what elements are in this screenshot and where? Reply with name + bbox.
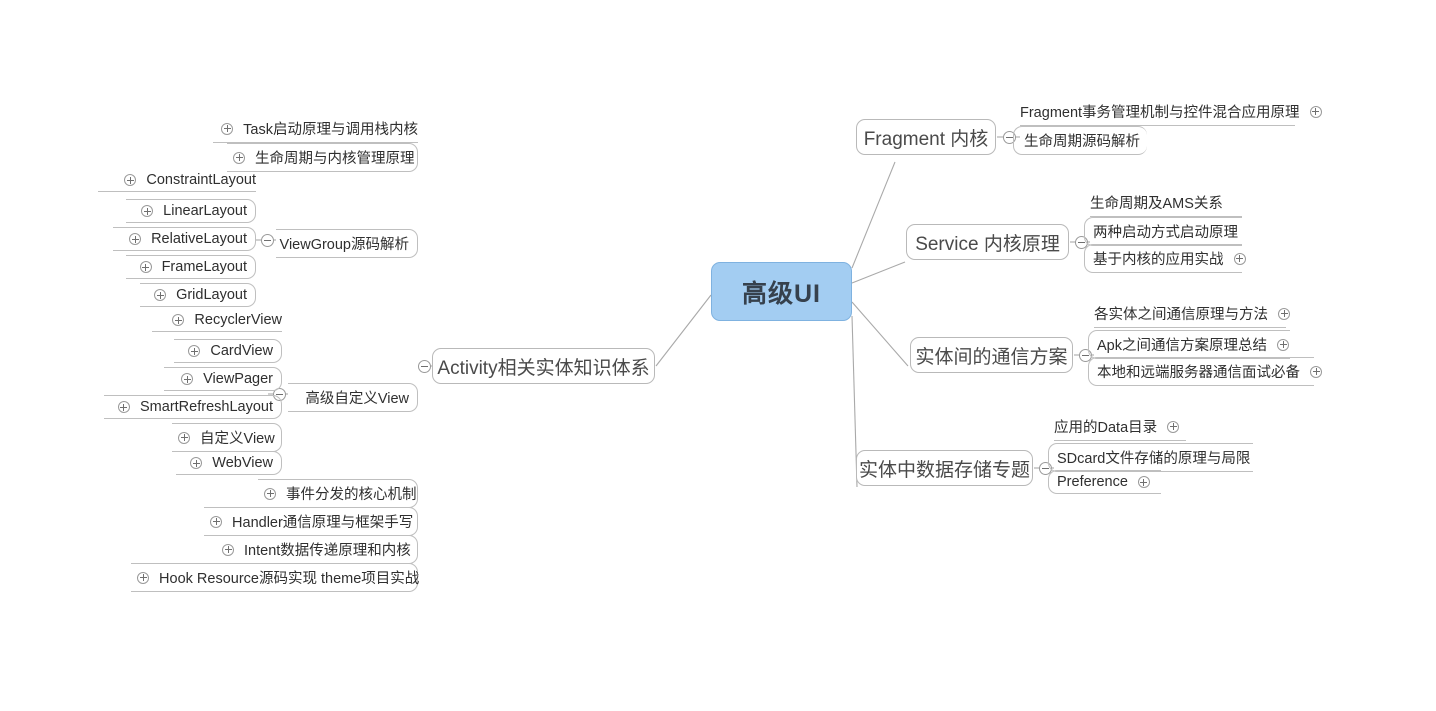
branch-node-activity[interactable]: Activity相关实体知识体系 xyxy=(432,348,655,384)
branch-node-service-label: Service 内核原理 xyxy=(915,233,1060,255)
plus-circle-icon[interactable] xyxy=(221,122,234,135)
leaf-hook-resource[interactable]: Hook Resource源码实现 theme项目实战 xyxy=(131,563,420,592)
plus-circle-icon[interactable] xyxy=(210,515,222,528)
leaf-framelayout[interactable]: FrameLayout xyxy=(126,255,256,280)
leaf-viewpager-label: ViewPager xyxy=(203,371,273,388)
plus-circle-icon[interactable] xyxy=(1310,365,1323,378)
branch-node-service[interactable]: Service 内核原理 xyxy=(906,224,1069,260)
plus-circle-icon[interactable] xyxy=(190,457,203,470)
root-node-label: 高级UI xyxy=(741,279,821,308)
leaf-smartrefreshlayout-label: SmartRefreshLayout xyxy=(140,399,273,416)
leaf-zidingyiview-label: 自定义View xyxy=(200,431,275,447)
branch-node-fragment[interactable]: Fragment 内核 xyxy=(856,119,996,155)
branch-node-communication[interactable]: 实体间的通信方案 xyxy=(910,337,1073,373)
leaf-webview-label: WebView xyxy=(212,455,273,472)
plus-circle-icon[interactable] xyxy=(178,431,190,444)
leaf-cardview[interactable]: CardView xyxy=(174,339,282,364)
root-node[interactable]: 高级UI xyxy=(711,262,852,321)
plus-circle-icon[interactable] xyxy=(233,151,245,164)
plus-circle-icon[interactable] xyxy=(137,571,149,584)
leaf-framelayout-label: FrameLayout xyxy=(161,259,247,276)
leaf-linearlayout[interactable]: LinearLayout xyxy=(126,199,256,224)
plus-circle-icon[interactable] xyxy=(1167,420,1180,433)
leaf-service-2-label: 基于内核的应用实战 xyxy=(1093,252,1224,268)
collapse-toggle-fragment[interactable] xyxy=(1003,131,1016,144)
leaf-service-1[interactable]: 两种启动方式启动原理 xyxy=(1084,217,1242,246)
branch-node-communication-label: 实体间的通信方案 xyxy=(915,346,1068,368)
leaf-storage-2-label: Preference xyxy=(1057,474,1128,491)
leaf-zidingyiview[interactable]: 自定义View xyxy=(172,423,282,452)
leaf-viewgroup-label: ViewGroup源码解析 xyxy=(279,237,409,253)
leaf-fragment-0-label: Fragment事务管理机制与控件混合应用原理 xyxy=(1020,105,1300,121)
leaf-service-1-label: 两种启动方式启动原理 xyxy=(1093,225,1238,241)
leaf-event-dispatch[interactable]: 事件分发的核心机制 xyxy=(258,479,418,508)
leaf-linearlayout-label: LinearLayout xyxy=(163,203,247,220)
plus-circle-icon[interactable] xyxy=(129,233,142,246)
leaf-webview[interactable]: WebView xyxy=(176,451,282,476)
plus-circle-icon[interactable] xyxy=(222,543,234,556)
plus-circle-icon[interactable] xyxy=(1277,338,1290,351)
leaf-activity-task[interactable]: Task启动原理与调用栈内核 xyxy=(213,118,418,143)
leaf-communication-0-label: 各实体之间通信原理与方法 xyxy=(1094,307,1268,323)
leaf-fragment-1-label: 生命周期源码解析 xyxy=(1024,134,1140,150)
leaf-storage-2[interactable]: Preference xyxy=(1048,470,1161,495)
leaf-relativelayout-label: RelativeLayout xyxy=(151,231,247,248)
plus-circle-icon[interactable] xyxy=(139,261,152,274)
leaf-customview[interactable]: 高级自定义View xyxy=(288,383,418,412)
plus-circle-icon[interactable] xyxy=(117,401,130,414)
leaf-customview-label: 高级自定义View xyxy=(305,391,409,407)
plus-circle-icon[interactable] xyxy=(1278,307,1291,320)
leaf-communication-2-label: 本地和远端服务器通信面试必备 xyxy=(1097,365,1300,381)
leaf-storage-0[interactable]: 应用的Data目录 xyxy=(1054,416,1186,441)
leaf-intent-label: Intent数据传递原理和内核 xyxy=(244,543,411,559)
branch-node-storage[interactable]: 实体中数据存储专题 xyxy=(856,450,1033,486)
leaf-communication-0[interactable]: 各实体之间通信原理与方法 xyxy=(1094,303,1291,328)
leaf-communication-1[interactable]: Apk之间通信方案原理总结 xyxy=(1088,330,1290,359)
leaf-activity-task-label: Task启动原理与调用栈内核 xyxy=(243,122,418,138)
leaf-hook-resource-label: Hook Resource源码实现 theme项目实战 xyxy=(159,571,420,587)
plus-circle-icon[interactable] xyxy=(1233,252,1246,265)
branch-node-storage-label: 实体中数据存储专题 xyxy=(859,459,1031,481)
leaf-intent[interactable]: Intent数据传递原理和内核 xyxy=(216,535,418,564)
leaf-service-2[interactable]: 基于内核的应用实战 xyxy=(1084,244,1246,273)
plus-circle-icon[interactable] xyxy=(124,174,137,187)
leaf-cardview-label: CardView xyxy=(210,343,273,360)
leaf-storage-0-label: 应用的Data目录 xyxy=(1054,420,1158,436)
leaf-viewpager[interactable]: ViewPager xyxy=(164,367,282,392)
leaf-activity-lifecycle[interactable]: 生命周期与内核管理原理 xyxy=(227,143,418,172)
leaf-storage-1-label: SDcard文件存储的原理与局限 xyxy=(1057,451,1251,467)
leaf-handler-label: Handler通信原理与框架手写 xyxy=(232,515,414,531)
plus-circle-icon[interactable] xyxy=(1137,476,1150,489)
plus-circle-icon[interactable] xyxy=(188,345,201,358)
leaf-viewgroup[interactable]: ViewGroup源码解析 xyxy=(276,229,418,258)
leaf-storage-1[interactable]: SDcard文件存储的原理与局限 xyxy=(1048,443,1253,472)
leaf-constraintlayout[interactable]: ConstraintLayout xyxy=(98,172,256,193)
plus-circle-icon[interactable] xyxy=(141,205,154,218)
leaf-fragment-0[interactable]: Fragment事务管理机制与控件混合应用原理 xyxy=(1020,101,1322,126)
leaf-activity-lifecycle-label: 生命周期与内核管理原理 xyxy=(255,151,415,167)
collapse-toggle-viewgroup[interactable] xyxy=(261,234,274,247)
plus-circle-icon[interactable] xyxy=(181,373,194,386)
leaf-service-0-label: 生命周期及AMS关系 xyxy=(1090,196,1223,212)
leaf-recyclerview-label: RecyclerView xyxy=(194,312,282,329)
leaf-service-0[interactable]: 生命周期及AMS关系 xyxy=(1090,192,1242,217)
leaf-constraintlayout-label: ConstraintLayout xyxy=(146,172,256,189)
leaf-communication-2[interactable]: 本地和远端服务器通信面试必备 xyxy=(1088,357,1323,386)
leaf-relativelayout[interactable]: RelativeLayout xyxy=(113,227,256,252)
plus-circle-icon[interactable] xyxy=(154,289,167,302)
leaf-smartrefreshlayout[interactable]: SmartRefreshLayout xyxy=(104,395,282,420)
leaf-gridlayout[interactable]: GridLayout xyxy=(140,283,256,308)
leaf-handler[interactable]: Handler通信原理与框架手写 xyxy=(204,507,418,536)
leaf-gridlayout-label: GridLayout xyxy=(176,287,247,304)
leaf-event-dispatch-label: 事件分发的核心机制 xyxy=(286,487,417,503)
collapse-toggle-activity[interactable] xyxy=(418,360,431,373)
leaf-fragment-1[interactable]: 生命周期源码解析 xyxy=(1013,126,1147,155)
leaf-recyclerview[interactable]: RecyclerView xyxy=(152,312,282,333)
plus-circle-icon[interactable] xyxy=(264,487,276,500)
plus-circle-icon[interactable] xyxy=(1309,105,1322,118)
branch-node-fragment-label: Fragment 内核 xyxy=(863,128,989,150)
plus-circle-icon[interactable] xyxy=(172,314,185,327)
branch-node-activity-label: Activity相关实体知识体系 xyxy=(437,357,650,379)
leaf-communication-1-label: Apk之间通信方案原理总结 xyxy=(1097,338,1267,354)
